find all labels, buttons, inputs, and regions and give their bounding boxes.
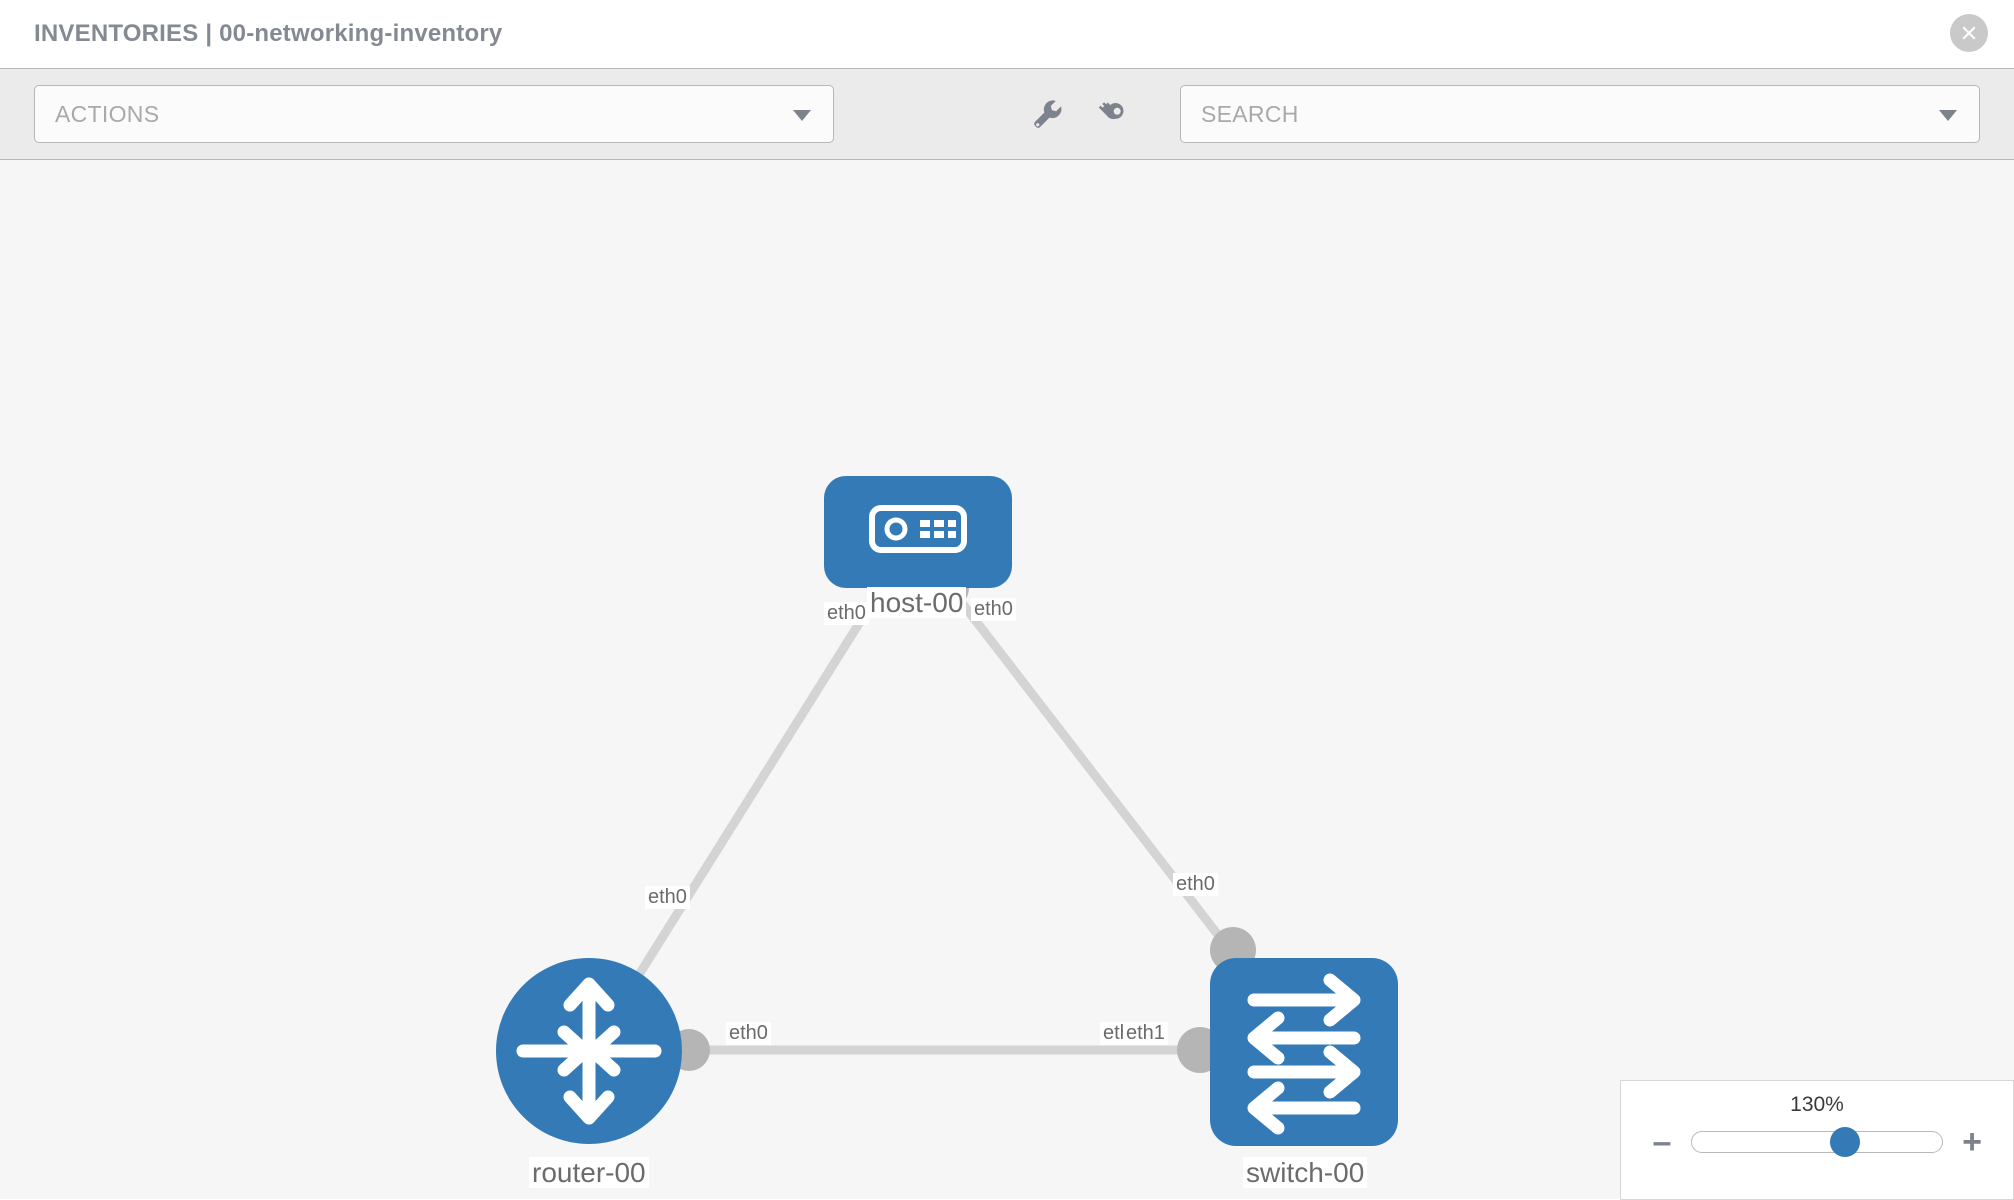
interface-label: eth0: [824, 602, 869, 625]
zoom-control-panel: 130% – +: [1620, 1080, 2014, 1200]
page-title: INVENTORIES | 00-networking-inventory: [34, 20, 503, 47]
topology-canvas[interactable]: eth0 host-00 eth0 eth0 eth0 eth0 eth eth…: [0, 160, 2014, 1199]
switch-icon: [1247, 973, 1361, 1135]
toolbar: ACTIONS SEARCH: [0, 68, 2014, 160]
node-router-00[interactable]: [496, 958, 682, 1144]
node-label-router-00: router-00: [529, 1157, 649, 1189]
toolbar-icon-group: [1030, 97, 1128, 131]
topology-links: [616, 587, 1276, 1055]
search-input[interactable]: SEARCH: [1180, 85, 1980, 143]
zoom-slider-thumb[interactable]: [1829, 1127, 1860, 1157]
wrench-icon[interactable]: [1030, 97, 1064, 131]
node-host-00[interactable]: [824, 476, 1012, 588]
zoom-in-button[interactable]: +: [1962, 1123, 1982, 1161]
search-placeholder: SEARCH: [1201, 100, 1299, 127]
node-switch-00[interactable]: [1210, 958, 1398, 1146]
node-label-host-00: host-00: [867, 587, 967, 619]
close-icon: [1962, 26, 1976, 40]
chevron-down-icon: [1939, 110, 1957, 121]
close-button[interactable]: [1950, 14, 1988, 52]
interface-label: eth0: [726, 1022, 771, 1045]
key-icon[interactable]: [1094, 97, 1128, 131]
actions-dropdown[interactable]: ACTIONS: [34, 85, 834, 143]
node-label-switch-00: switch-00: [1243, 1157, 1368, 1189]
interface-label: eth1: [1123, 1022, 1168, 1045]
interface-label: eth0: [971, 598, 1016, 621]
topology-graph: [496, 476, 1398, 1146]
actions-dropdown-label: ACTIONS: [55, 100, 160, 127]
interface-label: eth0: [1173, 873, 1218, 896]
zoom-slider-track[interactable]: [1691, 1127, 1943, 1157]
link-host-router[interactable]: [616, 587, 884, 1008]
router-icon: [516, 977, 662, 1125]
zoom-percent-label: 130%: [1790, 1093, 1844, 1116]
topology-ports: [668, 567, 1256, 1073]
page-header: INVENTORIES | 00-networking-inventory: [0, 0, 2014, 68]
chevron-down-icon: [793, 110, 811, 121]
zoom-out-button[interactable]: –: [1652, 1123, 1672, 1161]
interface-label: eth0: [645, 886, 690, 909]
server-icon: [869, 505, 967, 553]
